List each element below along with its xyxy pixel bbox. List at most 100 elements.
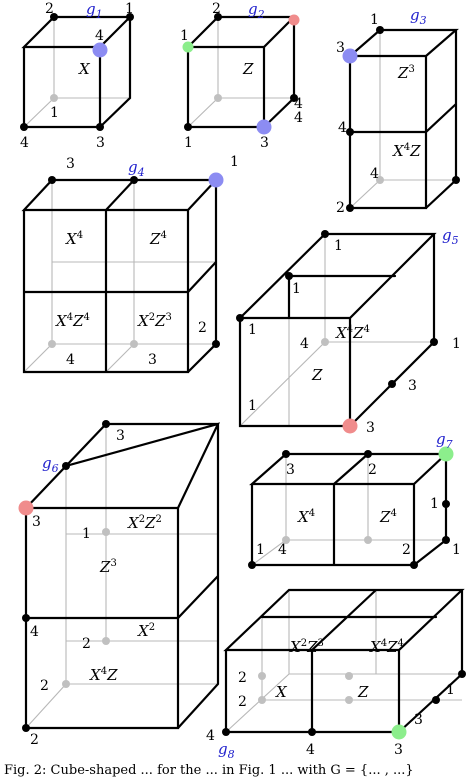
vertex-hidden bbox=[258, 696, 266, 704]
vertex-label: 1 bbox=[446, 682, 455, 698]
vertex-highlight-green bbox=[391, 724, 407, 740]
vertex-label: 1 bbox=[370, 12, 379, 28]
vertex-label: 1 bbox=[334, 238, 343, 254]
vertex bbox=[48, 176, 56, 184]
vertex bbox=[236, 314, 244, 322]
vertex bbox=[22, 724, 30, 732]
vertex-hidden bbox=[48, 340, 56, 348]
figure-caption: Fig. 2: Cube-shaped ... for the ... in F… bbox=[4, 763, 414, 778]
vertex-hidden bbox=[50, 94, 58, 102]
g4-label: g4 bbox=[128, 158, 145, 179]
cube-g5: g5 1 1 1 4 1 1 3 3 X4Z4 Z bbox=[236, 226, 461, 436]
vertex bbox=[376, 26, 384, 34]
monomial: X2Z3 bbox=[137, 312, 172, 330]
vertex bbox=[285, 272, 293, 280]
vertex-highlight-pink bbox=[18, 500, 34, 516]
monomial: X4Z bbox=[392, 142, 421, 160]
monomial: X4Z4 bbox=[335, 324, 370, 342]
vertex bbox=[102, 420, 110, 428]
monomial: Z3 bbox=[99, 558, 117, 576]
cube-g4: g4 3 1 2 4 3 X4 Z4 X4Z4 X2Z3 bbox=[21, 154, 239, 374]
vertex-label: 1 bbox=[256, 542, 265, 558]
vertex-hidden bbox=[258, 672, 266, 680]
vertex bbox=[126, 13, 134, 21]
g8-label: g8 bbox=[218, 740, 235, 761]
vertex-hidden bbox=[345, 672, 353, 680]
monomial: X4Z4 bbox=[55, 312, 90, 330]
vertex-hidden bbox=[345, 696, 353, 704]
vertex bbox=[346, 204, 354, 212]
vertex-label: 3 bbox=[96, 135, 105, 151]
vertex-label: 4 bbox=[20, 135, 29, 151]
vertex-hidden bbox=[62, 680, 70, 688]
vertex-label: 4 bbox=[294, 110, 303, 126]
vertex-label: 3 bbox=[66, 156, 75, 172]
vertex-label: 4 bbox=[300, 336, 309, 352]
monomial: X4 bbox=[297, 508, 315, 526]
vertex-highlight-pink bbox=[288, 14, 300, 26]
monomial: X4Z4 bbox=[369, 638, 404, 656]
vertex-label: 1 bbox=[180, 28, 189, 44]
vertex-label: 2 bbox=[402, 542, 411, 558]
vertex bbox=[212, 340, 220, 348]
vertex-label: 1 bbox=[248, 322, 257, 338]
vertex bbox=[410, 561, 418, 569]
vertex-label: 4 bbox=[338, 120, 347, 136]
vertex bbox=[20, 123, 28, 131]
cube-g8: g8 2 2 4 4 3 1 3 X2Z3 X4Z4 X Z bbox=[206, 588, 466, 761]
monomial: Z bbox=[242, 60, 254, 78]
vertex-label: 2 bbox=[368, 462, 377, 478]
vertex-label: 3 bbox=[408, 378, 417, 394]
vertex-label: 4 bbox=[370, 166, 379, 182]
vertex-label: 1 bbox=[248, 398, 257, 414]
cube-g1: g1 2 1 4 1 4 3 X bbox=[20, 0, 134, 151]
g3-label: g3 bbox=[410, 6, 427, 27]
vertex-highlight-blue bbox=[256, 119, 272, 135]
vertex bbox=[452, 176, 460, 184]
vertex-label: 2 bbox=[40, 678, 49, 694]
vertex bbox=[442, 500, 450, 508]
vertex-highlight-green bbox=[438, 446, 454, 462]
monomial: X bbox=[78, 60, 91, 78]
vertex-label: 3 bbox=[260, 135, 269, 151]
vertex bbox=[290, 94, 298, 102]
vertex-label: 1 bbox=[230, 154, 239, 170]
vertex-hidden bbox=[102, 528, 110, 536]
g5-label: g5 bbox=[442, 226, 459, 247]
monomial: X4Z bbox=[89, 666, 118, 684]
vertex bbox=[282, 450, 290, 458]
g7-label: g7 bbox=[436, 430, 453, 451]
vertex bbox=[130, 176, 138, 184]
monomial: Z4 bbox=[149, 230, 167, 248]
vertex-label: 1 bbox=[82, 526, 91, 542]
vertex bbox=[62, 462, 70, 470]
vertex-hidden bbox=[376, 176, 384, 184]
vertex bbox=[22, 614, 30, 622]
monomial: X2 bbox=[137, 622, 155, 640]
vertex-label: 4 bbox=[206, 728, 215, 744]
cube-g7: g7 3 2 1 1 4 2 1 X4 Z4 bbox=[248, 430, 461, 569]
vertex bbox=[50, 13, 58, 21]
vertex-label: 2 bbox=[336, 200, 345, 216]
vertex-label: 3 bbox=[414, 712, 423, 728]
vertex bbox=[432, 696, 440, 704]
vertex-highlight-pink bbox=[342, 418, 358, 434]
vertex-hidden bbox=[214, 94, 222, 102]
vertex-hidden bbox=[364, 536, 372, 544]
vertex-label: 2 bbox=[198, 320, 207, 336]
vertex-label: 3 bbox=[366, 420, 375, 436]
vertex-label: 1 bbox=[292, 281, 301, 297]
vertex-label: 3 bbox=[148, 352, 157, 368]
vertex-label: 4 bbox=[278, 542, 287, 558]
g6-label: g6 bbox=[42, 454, 59, 475]
vertex-label: 4 bbox=[306, 742, 315, 758]
vertex-hidden bbox=[130, 340, 138, 348]
g1-label: g1 bbox=[86, 0, 103, 21]
vertex-label: 2 bbox=[238, 694, 247, 710]
vertex-highlight-blue bbox=[208, 172, 224, 188]
vertex bbox=[442, 536, 450, 544]
vertex bbox=[346, 128, 354, 136]
cube-g6: g6 3 3 1 4 2 2 2 X2Z2 Z3 X2 X4Z bbox=[18, 420, 221, 748]
vertex-label: 1 bbox=[452, 336, 461, 352]
vertex-highlight-blue bbox=[92, 42, 108, 58]
